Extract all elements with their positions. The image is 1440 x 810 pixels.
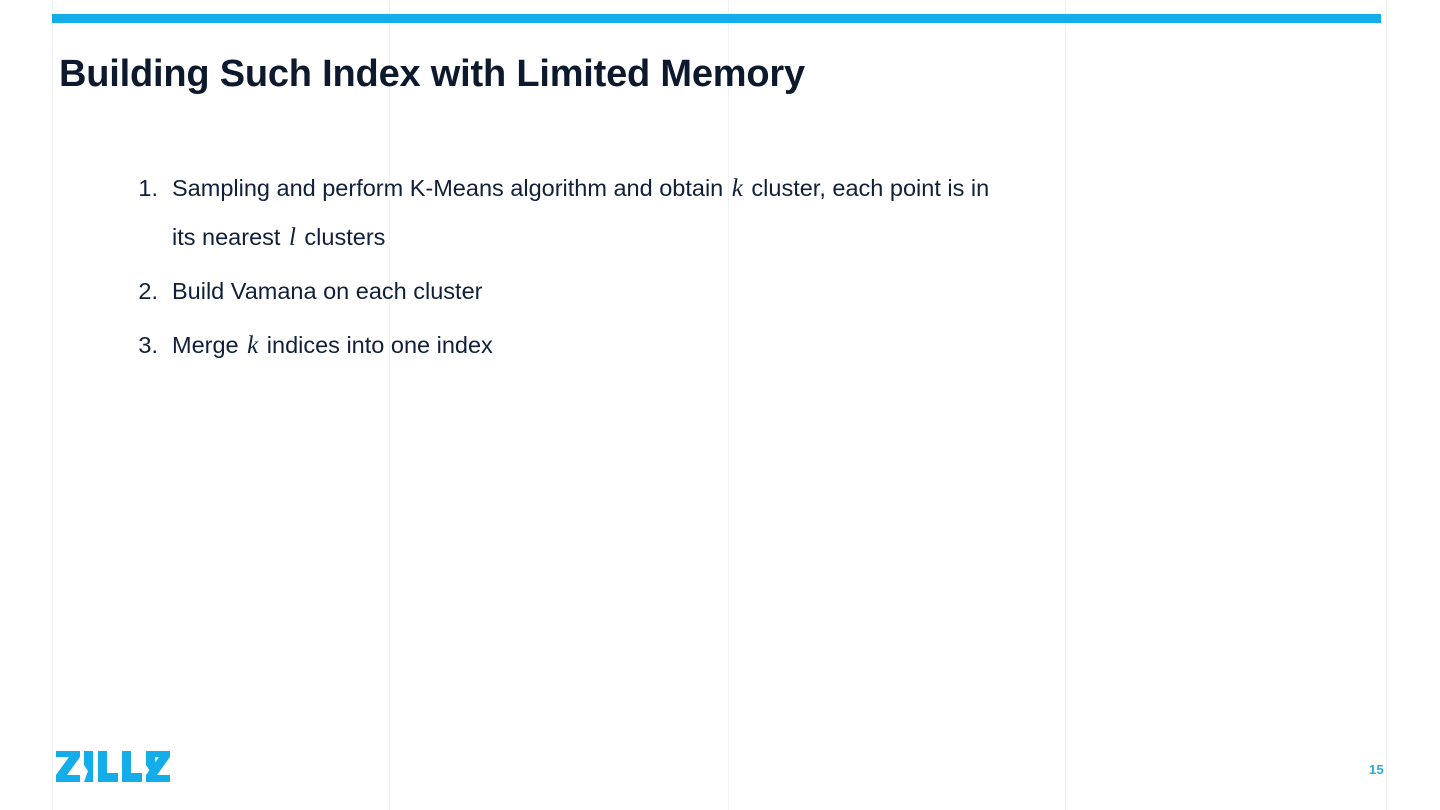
guide-line-0 bbox=[52, 0, 53, 810]
text-run: clusters bbox=[297, 224, 386, 250]
zilliz-logo bbox=[56, 751, 170, 782]
text-run: Sampling and perform K-Means algorithm a… bbox=[172, 175, 730, 201]
math-variable: k bbox=[247, 332, 259, 359]
list-item: 2. Build Vamana on each cluster bbox=[99, 267, 999, 316]
page-number: 15 bbox=[1368, 762, 1384, 777]
list-item: 3. Merge k indices into one index bbox=[99, 321, 999, 370]
text-run: indices into one index bbox=[260, 332, 493, 358]
list-item-text: Sampling and perform K-Means algorithm a… bbox=[172, 164, 999, 262]
guide-line-3 bbox=[1065, 0, 1066, 810]
page-title: Building Such Index with Limited Memory bbox=[59, 53, 805, 95]
text-run: Build Vamana on each cluster bbox=[172, 278, 483, 304]
top-accent-bar bbox=[52, 14, 1381, 23]
numbered-list: 1. Sampling and perform K-Means algorithm… bbox=[59, 164, 999, 375]
guide-line-1 bbox=[389, 0, 390, 810]
list-item-marker: 1. bbox=[138, 175, 158, 201]
math-variable: l bbox=[288, 224, 296, 251]
list-item-text: Build Vamana on each cluster bbox=[172, 267, 999, 316]
text-run: Merge bbox=[172, 332, 246, 358]
list-item-text: Merge k indices into one index bbox=[172, 321, 999, 370]
guide-line-2 bbox=[728, 0, 729, 810]
list-item-marker: 3. bbox=[138, 332, 158, 358]
text-run: cluster, each point is in its nearest bbox=[172, 175, 990, 250]
list-item-marker: 2. bbox=[138, 278, 158, 304]
math-variable: k bbox=[731, 175, 743, 202]
list-item: 1. Sampling and perform K-Means algorithm… bbox=[99, 164, 999, 262]
guide-line-4 bbox=[1386, 0, 1387, 810]
